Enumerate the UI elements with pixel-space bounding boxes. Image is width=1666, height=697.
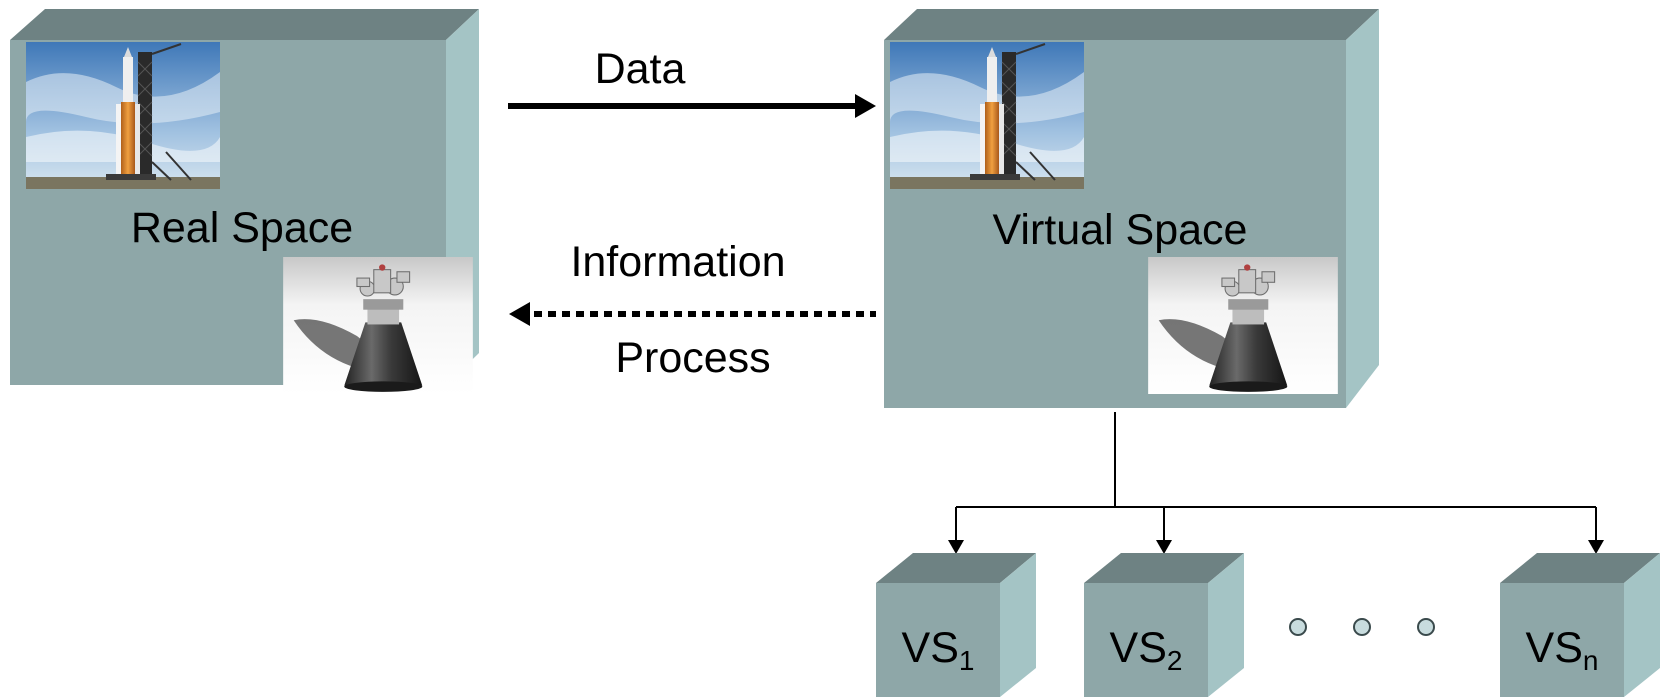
rocket-engine-render — [283, 257, 473, 394]
data-arrow-head — [855, 94, 876, 118]
process-arrow — [509, 302, 876, 326]
vs1-box: VS1 — [876, 553, 1036, 697]
ellipsis-dots — [1289, 618, 1435, 636]
ellipsis-dot — [1353, 618, 1371, 636]
vs1-label-base: VS — [902, 624, 959, 672]
virtual-space-top-face — [884, 9, 1379, 40]
process-arrow-head — [509, 302, 530, 326]
virtual-space-label: Virtual Space — [993, 206, 1248, 254]
vs1-label: VS1 — [902, 624, 975, 676]
vsn-arrow-head — [1588, 540, 1604, 554]
vsn-label-sub: n — [1583, 645, 1599, 676]
vs2-label: VS2 — [1110, 624, 1183, 676]
data-label: Data — [595, 45, 686, 93]
branch-arrowheads — [948, 540, 1604, 554]
vsn-box: VSn — [1500, 553, 1660, 697]
ellipsis-dot — [1417, 618, 1435, 636]
information-label: Information — [570, 238, 785, 286]
vs1-label-sub: 1 — [959, 645, 975, 676]
ellipsis-dot — [1289, 618, 1307, 636]
rocket-launch-photo — [26, 42, 220, 189]
virtual-space-box: Virtual Space — [884, 9, 1379, 408]
branch-connectors — [955, 412, 1597, 542]
rocket-launch-photo-copy — [890, 42, 1084, 189]
rocket-engine-render-copy — [1148, 257, 1338, 394]
vsn-label-base: VS — [1526, 624, 1583, 672]
vs2-label-sub: 2 — [1167, 645, 1183, 676]
real-space-box: Real Space — [10, 9, 479, 394]
real-space-label: Real Space — [131, 204, 353, 252]
vs2-label-base: VS — [1110, 624, 1167, 672]
process-label: Process — [615, 334, 770, 382]
data-arrow — [508, 94, 876, 118]
vs2-box: VS2 — [1084, 553, 1244, 697]
real-space-top-face — [10, 9, 479, 40]
vs2-arrow-head — [1156, 540, 1172, 554]
vsn-label: VSn — [1526, 624, 1599, 676]
virtual-space-side-face — [1346, 9, 1379, 408]
vs1-arrow-head — [948, 540, 964, 554]
